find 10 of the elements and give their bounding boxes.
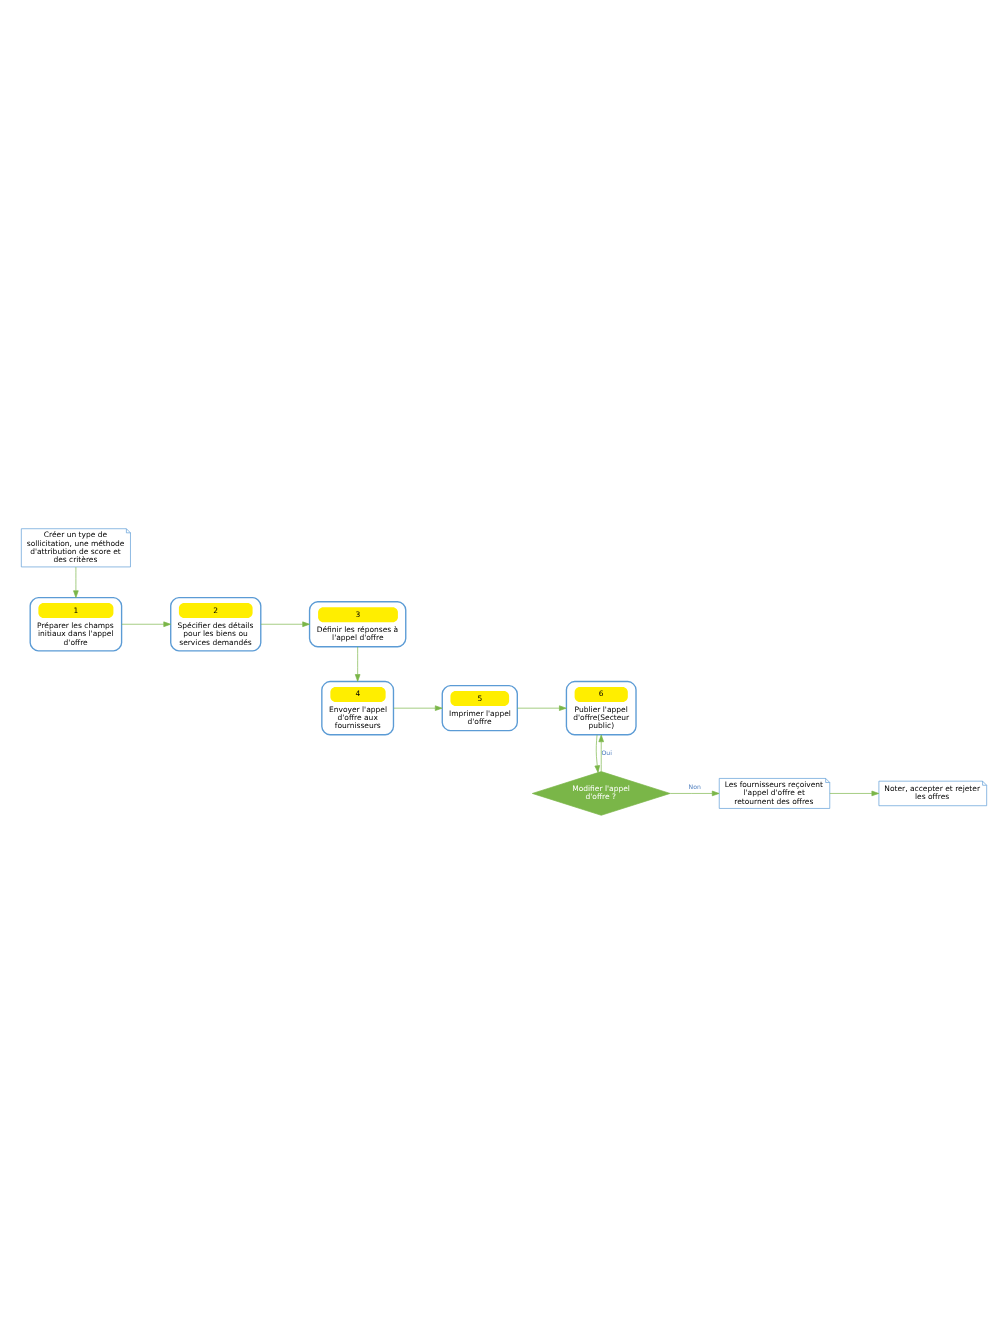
arrow (669, 789, 720, 796)
arrow (829, 789, 880, 796)
arrow (594, 733, 600, 772)
arrow (260, 620, 310, 626)
arrow (393, 704, 443, 710)
arrow (598, 733, 604, 771)
arrow (354, 645, 361, 681)
arrow (73, 565, 79, 597)
arrow (517, 704, 567, 710)
arrow (121, 620, 171, 626)
